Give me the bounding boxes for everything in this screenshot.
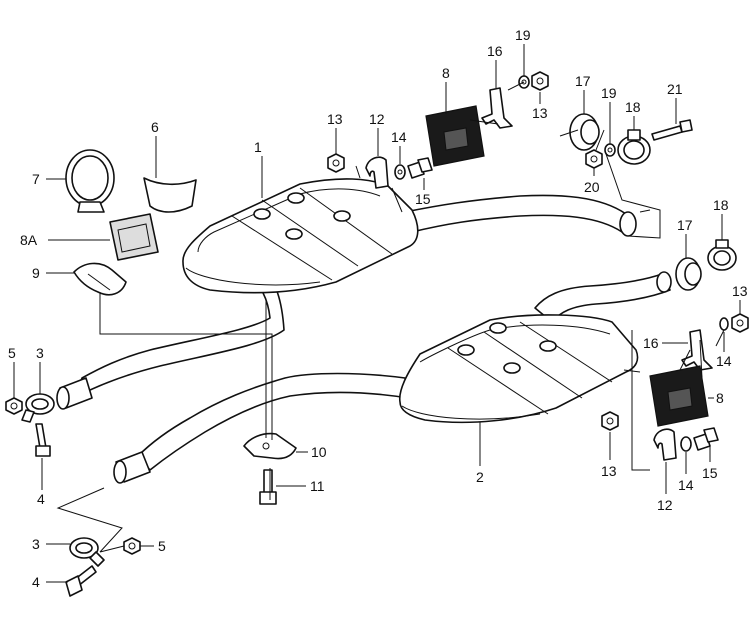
pipe-end-upper — [619, 211, 637, 237]
bolt-15-upper — [407, 157, 433, 179]
clamp-3-lower — [69, 537, 105, 567]
label-8A: 8A — [20, 232, 38, 248]
label-9: 9 — [32, 265, 40, 281]
label-5-upper: 5 — [8, 345, 16, 361]
nut-13-right — [731, 313, 749, 333]
washer-14-upper — [394, 164, 406, 180]
clamp-7 — [65, 149, 115, 213]
bolt-4-upper — [35, 423, 51, 457]
upper-outlet-pipe — [404, 194, 627, 233]
lower-exhaust-tip — [113, 451, 151, 484]
label-19-upper: 19 — [515, 27, 531, 43]
label-12-lower: 12 — [657, 497, 673, 513]
upper-exhaust-tip — [56, 377, 93, 410]
label-12-upper: 12 — [369, 111, 385, 127]
label-17-mid: 17 — [677, 217, 693, 233]
label-1: 1 — [254, 139, 262, 155]
rubber-mount-8-lower[interactable] — [649, 365, 709, 427]
label-7: 7 — [32, 171, 40, 187]
label-14-right: 14 — [716, 353, 732, 369]
bracket-9 — [73, 262, 127, 296]
label-21: 21 — [667, 81, 683, 97]
bushing-17-mid — [675, 257, 702, 291]
nut-13-top — [531, 71, 549, 91]
label-5-lower: 5 — [158, 538, 166, 554]
label-11: 11 — [310, 478, 325, 494]
lower-inlet-pipe — [534, 273, 671, 323]
nut-5-lower — [123, 537, 141, 555]
rubber-mount-8-upper[interactable] — [425, 105, 485, 167]
callouts: 1 2 3 3 4 4 5 5 6 7 8 8 8A — [8, 27, 748, 590]
bolt-11 — [259, 469, 277, 505]
label-13-lower: 13 — [601, 463, 617, 479]
pipe-end-mid — [656, 271, 672, 293]
nut-13-upper — [327, 153, 345, 173]
label-17-upper: 17 — [575, 73, 591, 89]
label-18-mid: 18 — [713, 197, 729, 213]
label-2: 2 — [476, 469, 484, 485]
clamp-3-upper — [21, 393, 55, 423]
bracket-12-lower — [653, 428, 677, 461]
label-13-right: 13 — [732, 283, 748, 299]
label-3-upper: 3 — [36, 345, 44, 361]
bracket-12-upper — [365, 156, 389, 189]
label-14-upper: 14 — [391, 129, 407, 145]
label-8-upper: 8 — [442, 65, 450, 81]
label-16-upper: 16 — [487, 43, 503, 59]
muffler-2 — [398, 314, 639, 424]
label-20: 20 — [584, 179, 600, 195]
label-13-top: 13 — [532, 105, 548, 121]
washer-14-right — [719, 317, 729, 331]
bolt-4-lower — [65, 565, 97, 597]
bracket-6 — [143, 177, 197, 213]
label-13-upper-left: 13 — [327, 111, 343, 127]
nut-13-lower — [601, 411, 619, 431]
label-3-lower: 3 — [32, 536, 40, 552]
bracket-10 — [243, 432, 297, 460]
label-4-lower: 4 — [32, 574, 40, 590]
label-19-right: 19 — [601, 85, 617, 101]
label-4-upper: 4 — [37, 491, 45, 507]
nut-20 — [585, 149, 603, 169]
bushing-17-upper — [569, 113, 600, 151]
label-8-lower: 8 — [716, 390, 724, 406]
washer-14-lower — [680, 436, 692, 452]
rubber-mount-8A — [109, 213, 159, 261]
label-6: 6 — [151, 119, 159, 135]
label-18-upper: 18 — [625, 99, 641, 115]
label-14-lower: 14 — [678, 477, 694, 493]
bolt-21 — [651, 119, 693, 141]
bolt-15-lower — [693, 427, 719, 451]
label-10: 10 — [311, 444, 327, 460]
label-16-lower: 16 — [643, 335, 659, 351]
label-15-upper: 15 — [415, 191, 431, 207]
muffler-1 — [182, 178, 419, 294]
bracket-16-lower — [681, 329, 713, 371]
label-15-lower: 15 — [702, 465, 718, 481]
assembly-lines — [56, 81, 725, 553]
clamp-18-upper — [617, 129, 651, 165]
nut-5-upper — [5, 397, 23, 415]
clamp-18-mid — [707, 239, 737, 271]
